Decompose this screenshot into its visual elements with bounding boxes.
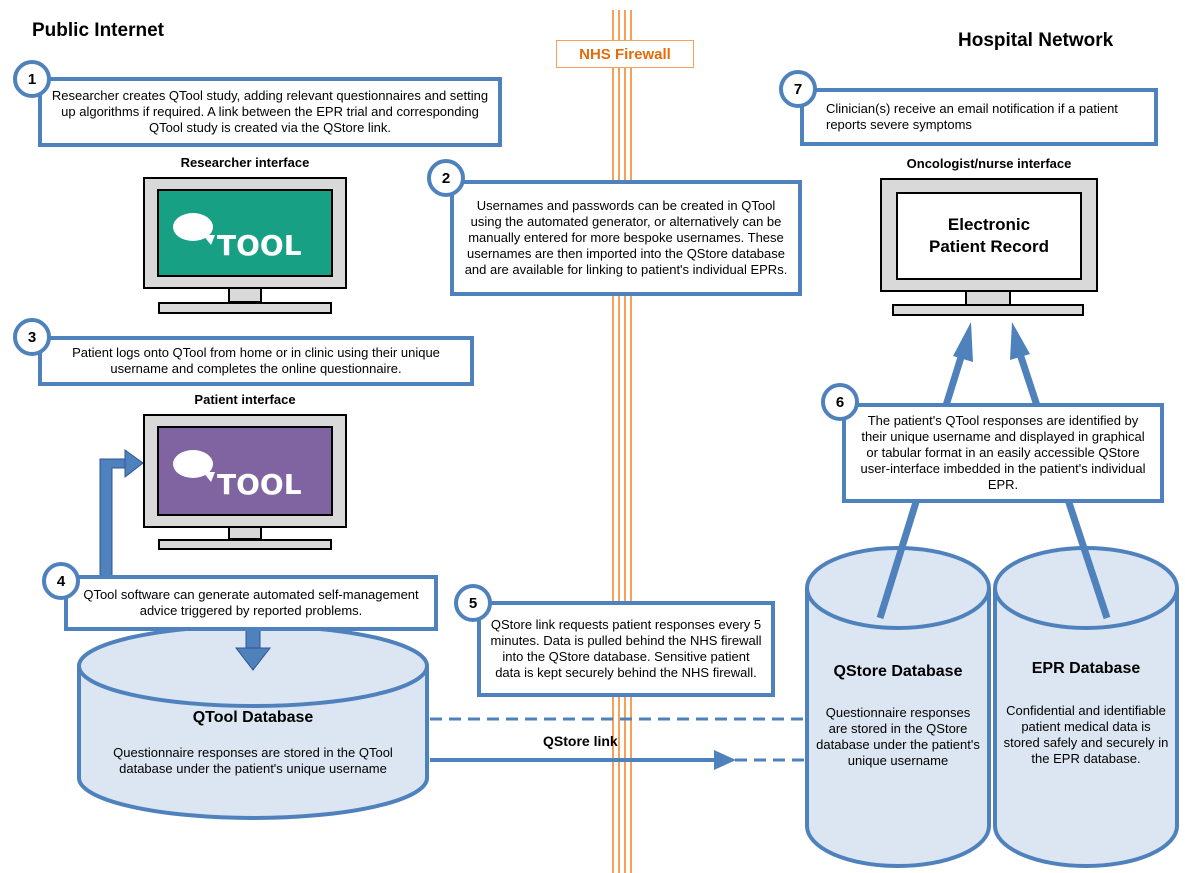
qstore-database-title: QStore Database — [833, 663, 963, 680]
epr-monitor-base — [892, 304, 1084, 316]
epr-database-description: Confidential and identifiable patient me… — [1003, 703, 1169, 766]
qstore-link-arrow — [430, 750, 736, 770]
step-6-box: The patient's QTool responses are identi… — [842, 403, 1164, 503]
patient-monitor-neck — [228, 526, 262, 540]
step-2-box: Usernames and passwords can be created i… — [450, 180, 802, 296]
hospital-network-title: Hospital Network — [958, 30, 1114, 51]
patient-logo-tail-icon — [203, 472, 215, 482]
researcher-interface-caption: Researcher interface — [180, 155, 310, 170]
patient-qtool-logo: TOOL — [217, 468, 302, 501]
public-internet-title: Public Internet — [32, 20, 164, 41]
epr-screen-text: Electronic Patient Record — [929, 215, 1049, 256]
epr-screen: Electronic Patient Record — [896, 192, 1082, 280]
epr-database-title: EPR Database — [1031, 660, 1141, 677]
researcher-monitor-neck — [228, 287, 262, 303]
patient-interface-caption: Patient interface — [194, 392, 296, 407]
researcher-logo-tail-icon — [203, 235, 215, 245]
step-1-badge: 1 — [13, 60, 51, 98]
step-4-box: QTool software can generate automated se… — [64, 575, 438, 631]
step-2-badge: 2 — [427, 159, 465, 197]
qstore-database-description: Questionnaire responses are stored in th… — [816, 705, 980, 768]
step-3-box: Patient logs onto QTool from home or in … — [38, 336, 474, 386]
researcher-screen: TOOL — [157, 189, 333, 277]
arrow-feedback-to-patient — [99, 449, 144, 596]
step-7-badge: 7 — [779, 70, 817, 108]
step-6-text: The patient's QTool responses are identi… — [860, 413, 1146, 492]
qstore-link-dashed — [430, 717, 805, 762]
step-5-text: QStore link requests patient responses e… — [490, 617, 762, 680]
patient-monitor-base — [158, 539, 332, 550]
patient-monitor: TOOL — [143, 414, 347, 528]
step-2-text: Usernames and passwords can be created i… — [464, 198, 788, 277]
nhs-firewall-label: NHS Firewall — [556, 40, 694, 68]
step-1-text: Researcher creates QTool study, adding r… — [51, 88, 489, 135]
firewall-lines — [612, 10, 632, 873]
step-6-badge: 6 — [821, 383, 859, 421]
arrow-down-to-qtool-db — [234, 627, 272, 671]
qtool-database-title: QTool Database — [192, 709, 314, 726]
step-7-box: Clinician(s) receive an email notificati… — [800, 88, 1158, 146]
step-3-text: Patient logs onto QTool from home or in … — [72, 345, 440, 376]
researcher-monitor-base — [158, 302, 332, 314]
step-3-badge: 3 — [13, 318, 51, 356]
qstore-database-cylinder — [805, 546, 991, 868]
step-5-badge: 5 — [454, 584, 492, 622]
qstore-link-label: QStore link — [543, 733, 618, 749]
researcher-qtool-logo: TOOL — [217, 229, 302, 262]
oncologist-interface-caption: Oncologist/nurse interface — [906, 156, 1072, 171]
patient-screen: TOOL — [157, 426, 333, 516]
step-4-text: QTool software can generate automated se… — [83, 587, 419, 618]
step-5-box: QStore link requests patient responses e… — [477, 601, 775, 697]
step-4-badge: 4 — [42, 562, 80, 600]
qtool-database-description: Questionnaire responses are stored in th… — [113, 745, 393, 776]
epr-database-cylinder — [993, 546, 1179, 868]
step-1-box: Researcher creates QTool study, adding r… — [38, 77, 502, 147]
researcher-monitor: TOOL — [143, 177, 347, 289]
epr-monitor: Electronic Patient Record — [880, 178, 1098, 292]
step-7-text: Clinician(s) receive an email notificati… — [826, 101, 1118, 132]
